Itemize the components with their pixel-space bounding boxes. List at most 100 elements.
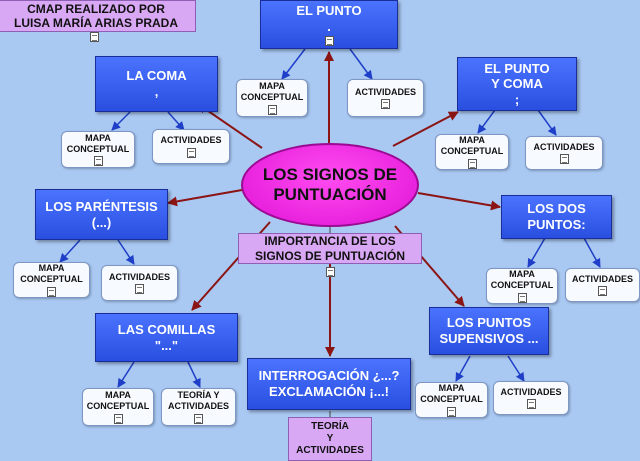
image-icon[interactable] — [467, 158, 477, 169]
topic-pyc-symbol: ; — [514, 91, 520, 107]
teoria-v-line3: ACTIVIDADES — [296, 445, 364, 456]
mapa-line1: MAPA — [105, 390, 131, 401]
resource-parentesis-mapa[interactable]: MAPA CONCEPTUAL — [13, 262, 90, 298]
teoria-line1: TEORÍA Y — [177, 390, 220, 401]
topic-parentesis-label: LOS PARÉNTESIS — [45, 198, 158, 214]
mapa-line1: MAPA — [509, 269, 535, 280]
actividades-label: ACTIVIDADES — [108, 271, 170, 282]
resource-coma-actividades[interactable]: ACTIVIDADES — [152, 129, 230, 164]
link-sus-act — [507, 355, 525, 382]
actividades-label: ACTIVIDADES — [571, 273, 633, 284]
link-coma-act — [167, 111, 185, 131]
link-punto-act — [349, 48, 373, 80]
resource-comillas-mapa[interactable]: MAPA CONCEPTUAL — [82, 388, 154, 426]
mapa-line1: MAPA — [259, 81, 285, 92]
topic-coma-symbol: , — [154, 84, 159, 99]
resource-pyc-actividades[interactable]: ACTIVIDADES — [525, 136, 603, 170]
link-coma-mapa — [111, 111, 131, 131]
teoria-v-line1: TEORÍA — [311, 421, 349, 432]
actividades-label: ACTIVIDADES — [354, 86, 416, 97]
arrow-to-puntoycoma — [392, 111, 459, 147]
topic-interrogacion-line1: INTERROGACIÓN ¿...? — [258, 368, 400, 384]
mapa-line2: CONCEPTUAL — [420, 394, 483, 404]
importance-node[interactable]: IMPORTANCIA DE LOS SIGNOS DE PUNTUACIÓN — [238, 233, 422, 264]
topic-la-coma[interactable]: LA COMA , — [95, 56, 218, 112]
resource-parentesis-actividades[interactable]: ACTIVIDADES — [101, 265, 178, 301]
topic-punto-y-coma[interactable]: EL PUNTO Y COMA ; — [457, 57, 577, 111]
image-icon[interactable] — [47, 286, 56, 297]
importance-line1: IMPORTANCIA DE LOS — [264, 234, 396, 249]
arrow-to-dospuntos — [417, 192, 501, 211]
actividades-label: ACTIVIDADES — [500, 386, 562, 397]
document-icon[interactable] — [194, 413, 203, 424]
topic-comillas-symbol: "..." — [154, 337, 179, 353]
teoria-v-line2: Y — [326, 433, 334, 444]
mapa-line2: CONCEPTUAL — [86, 401, 150, 411]
resource-pyc-mapa[interactable]: MAPA CONCEPTUAL — [435, 134, 509, 170]
document-icon[interactable] — [135, 284, 144, 295]
link-com-act — [187, 361, 201, 388]
central-line1: LOS SIGNOS DE — [262, 164, 398, 184]
importance-line2: SIGNOS DE PUNTUACIÓN — [254, 248, 405, 263]
topic-puntos-suspensivos[interactable]: LOS PUNTOS SUPENSIVOS ... — [429, 307, 549, 355]
topic-dospuntos-line2: PUNTOS: — [527, 217, 586, 232]
mapa-line2: CONCEPTUAL — [20, 274, 83, 284]
document-icon[interactable] — [381, 99, 390, 110]
resource-punto-actividades[interactable]: ACTIVIDADES — [347, 79, 424, 117]
topic-el-punto[interactable]: EL PUNTO . — [260, 0, 398, 49]
image-icon[interactable] — [517, 292, 527, 303]
topic-los-dos-puntos[interactable]: LOS DOS PUNTOS: — [501, 195, 612, 239]
topic-los-parentesis[interactable]: LOS PARÉNTESIS (...) — [35, 189, 168, 240]
resource-punto-mapa[interactable]: MAPA CONCEPTUAL — [236, 79, 308, 117]
topic-las-comillas[interactable]: LAS COMILLAS "..." — [95, 313, 238, 362]
topic-dospuntos-line1: LOS DOS — [527, 201, 586, 217]
link-sus-mapa — [455, 355, 471, 382]
author-title-line2: LUISA MARÍA ARIAS PRADA — [14, 16, 178, 30]
author-title-line1: CMAP REALIZADO POR — [27, 1, 165, 16]
document-icon[interactable] — [324, 36, 334, 47]
link-dp-mapa — [527, 237, 546, 268]
mapa-line2: CONCEPTUAL — [490, 280, 554, 290]
link-com-mapa — [117, 361, 135, 388]
topic-interrogacion-exclamacion[interactable]: INTERROGACIÓN ¿...? EXCLAMACIÓN ¡...! — [247, 358, 411, 410]
resource-coma-mapa[interactable]: MAPA CONCEPTUAL — [61, 131, 135, 168]
topic-punto-symbol: . — [327, 18, 331, 34]
actividades-label: ACTIVIDADES — [533, 141, 595, 152]
topic-interrogacion-line2: EXCLAMACIÓN ¡...! — [269, 384, 389, 399]
mapa-line1: MAPA — [438, 383, 465, 394]
mapa-line2: CONCEPTUAL — [66, 143, 130, 154]
resource-dospuntos-actividades[interactable]: ACTIVIDADES — [565, 268, 640, 302]
document-icon[interactable] — [598, 286, 607, 297]
mapa-line2: CONCEPTUAL — [240, 92, 304, 102]
resource-dospuntos-mapa[interactable]: MAPA CONCEPTUAL — [486, 268, 558, 304]
link-pyc-mapa — [477, 109, 496, 134]
mapa-line2: CONCEPTUAL — [440, 146, 504, 156]
topic-suspensivos-line1: LOS PUNTOS — [446, 315, 532, 331]
teoria-actividades-node[interactable]: TEORÍA Y ACTIVIDADES — [288, 417, 372, 461]
image-icon[interactable] — [113, 413, 123, 424]
document-icon[interactable] — [559, 154, 569, 165]
document-icon[interactable] — [526, 399, 536, 410]
mapa-line1: MAPA — [459, 135, 485, 146]
resource-comillas-teoria[interactable]: TEORÍA Y ACTIVIDADES — [161, 388, 236, 426]
topic-pyc-line2: Y COMA — [491, 76, 543, 92]
link-par-act — [117, 239, 135, 265]
topic-pyc-line1: EL PUNTO — [484, 60, 550, 76]
arrow-to-parentesis — [167, 189, 243, 207]
central-line2: PUNTUACIÓN — [273, 185, 387, 204]
author-title-node[interactable]: CMAP REALIZADO POR LUISA MARÍA ARIAS PRA… — [0, 0, 196, 32]
link-dp-act — [583, 237, 601, 268]
resource-suspensivos-actividades[interactable]: ACTIVIDADES — [493, 381, 569, 415]
link-punto-mapa — [281, 48, 306, 80]
topic-parentesis-symbol: (...) — [91, 214, 112, 230]
topic-comillas-label: LAS COMILLAS — [117, 321, 216, 337]
image-icon[interactable] — [267, 104, 277, 115]
document-icon[interactable] — [326, 267, 335, 277]
resource-suspensivos-mapa[interactable]: MAPA CONCEPTUAL — [415, 382, 488, 418]
mapa-line1: MAPA — [85, 132, 111, 143]
image-icon[interactable] — [447, 406, 456, 417]
central-concept[interactable]: LOS SIGNOS DE PUNTUACIÓN — [241, 143, 419, 227]
document-icon[interactable] — [90, 32, 99, 42]
document-icon[interactable] — [186, 147, 196, 158]
document-icon[interactable] — [93, 156, 103, 167]
